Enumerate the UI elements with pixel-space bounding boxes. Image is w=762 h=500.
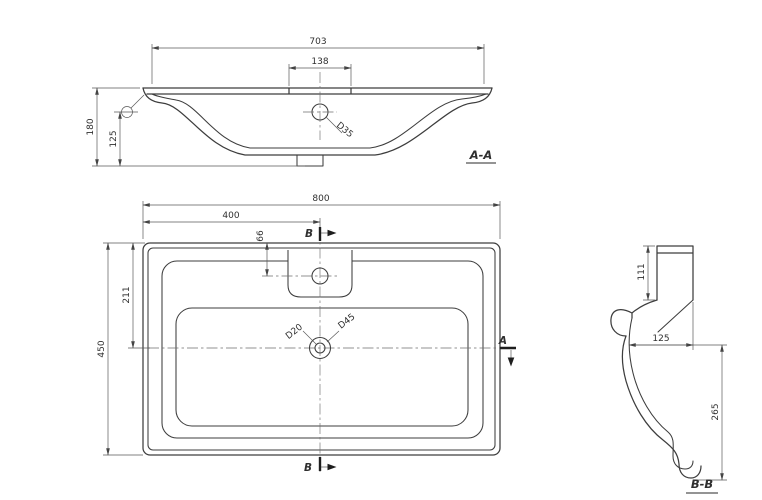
bb-label-text: B-B	[691, 477, 714, 491]
aa-bowl-outer	[142, 87, 493, 156]
aa-d35-leader	[325, 116, 343, 134]
bb-front-rim	[610, 299, 658, 337]
aa-basin-profile	[121, 72, 493, 167]
bb-dimensions: 111 125 265	[628, 245, 727, 481]
plan-dim-d45: D45	[337, 312, 358, 331]
bb-back-slope	[657, 299, 694, 333]
bb-dim-111: 111	[637, 263, 647, 280]
plan-extension-lines	[103, 201, 501, 456]
plan-dim-800: 800	[312, 194, 329, 204]
plan-dimensions: 800 400 66 211 450 D20 D45	[97, 194, 501, 456]
aa-dim-138: 138	[311, 57, 328, 67]
bb-view-label: B-B	[686, 477, 718, 494]
plan-view: 800 400 66 211 450 D20 D45 B B A	[97, 194, 516, 474]
aa-bowl-inner	[151, 93, 487, 149]
aa-dimensions: 703 138 180 125 D35	[86, 37, 485, 167]
section-b-top-label: B	[305, 228, 313, 240]
bb-deck-box	[656, 245, 694, 301]
plan-dim-450: 450	[97, 340, 107, 357]
plan-drain-inner	[314, 342, 326, 354]
aa-dim-703: 703	[309, 37, 326, 47]
section-a-label: A	[498, 335, 507, 347]
plan-bowl-bottom	[175, 307, 469, 427]
aa-top-surface-lines	[142, 87, 493, 95]
section-bb-view: 111 125 265 B-B	[610, 245, 727, 494]
aa-centerlines	[303, 72, 337, 140]
plan-faucet-hole	[311, 267, 329, 285]
section-cut-strokes	[318, 227, 516, 471]
plan-centerlines	[148, 228, 516, 472]
bb-inner-wall	[628, 317, 694, 470]
aa-view-label: A-A	[466, 148, 496, 164]
plan-dim-66: 66	[256, 230, 266, 242]
aa-label-text: A-A	[469, 148, 493, 162]
aa-dim-180: 180	[86, 118, 96, 135]
plan-basin-outline	[142, 228, 516, 472]
bb-dim-125: 125	[652, 334, 669, 344]
aa-dim-d35: D35	[334, 121, 355, 140]
bb-outer-wall	[621, 335, 702, 479]
plan-rim-rect	[147, 247, 496, 451]
plan-drain-leaders	[302, 330, 340, 345]
plan-dim-d20: D20	[284, 322, 305, 341]
bb-profile	[610, 245, 702, 479]
plan-dim-211: 211	[122, 286, 132, 303]
aa-extension-lines	[92, 44, 485, 167]
aa-drain-boss	[296, 154, 324, 167]
section-b-bottom-label: B	[304, 462, 312, 474]
plan-section-markers: B B A	[304, 227, 516, 474]
aa-dim-125: 125	[109, 130, 119, 147]
bb-dim-265: 265	[711, 403, 721, 420]
plan-dim-400: 400	[222, 211, 239, 221]
section-aa-view: 703 138 180 125 D35 A-A	[86, 37, 496, 167]
plan-drain-outer	[308, 336, 332, 360]
aa-detail-leader	[130, 94, 145, 109]
